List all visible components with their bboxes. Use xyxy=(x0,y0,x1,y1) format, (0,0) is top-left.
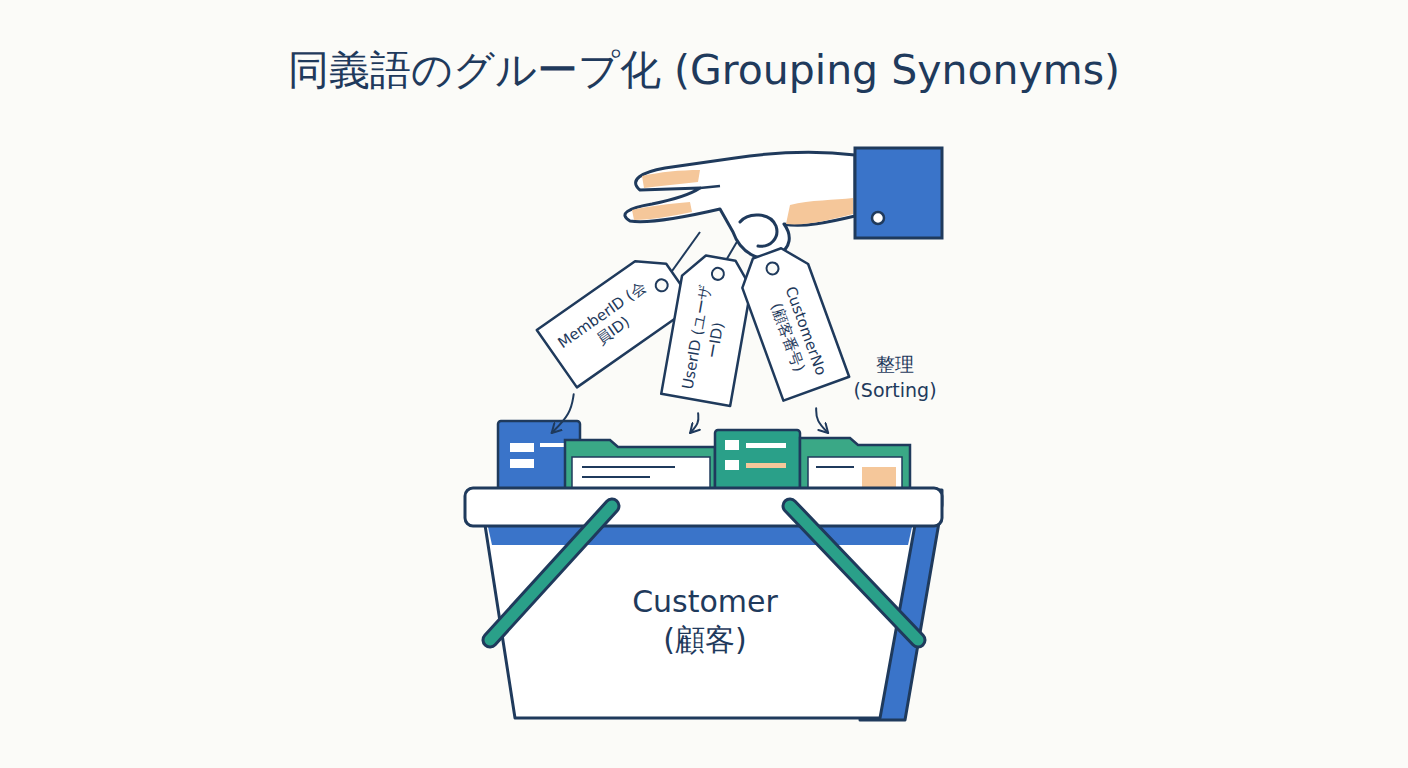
flow-arrow xyxy=(816,408,828,433)
sleeve-button xyxy=(872,212,884,224)
card-mark xyxy=(746,443,786,448)
basket-label: Customer (顧客) xyxy=(620,583,790,658)
hand xyxy=(625,148,942,259)
card-mark xyxy=(725,460,739,470)
basket-handle xyxy=(790,506,918,640)
basket-shape xyxy=(460,435,950,725)
basket-handle xyxy=(490,506,612,640)
basket-handle xyxy=(490,506,612,640)
document-line xyxy=(582,466,675,468)
flow-arrow xyxy=(690,413,698,433)
basket-handle xyxy=(790,506,918,640)
finger-line xyxy=(700,186,720,188)
finger-shade xyxy=(642,170,700,188)
thumb-line xyxy=(740,215,777,246)
sleeve xyxy=(855,148,942,238)
basket-rim xyxy=(465,488,942,526)
card-mark xyxy=(746,463,786,468)
palm-shade xyxy=(786,198,853,224)
tag-hole xyxy=(765,261,780,276)
document-line xyxy=(816,466,854,468)
basket-stripe xyxy=(488,527,912,545)
document-mark xyxy=(862,467,896,487)
tag-hole xyxy=(653,277,670,294)
tag-node: CustomerNo (顧客番号) xyxy=(732,239,853,405)
document-sheet xyxy=(808,457,902,491)
hand-outline xyxy=(625,152,855,258)
folder-mark xyxy=(510,443,534,452)
card-mark xyxy=(725,440,739,450)
document-sheet xyxy=(572,457,710,491)
tag-label: CustomerNo (顧客番号) xyxy=(742,267,851,401)
finger-shade xyxy=(632,202,692,220)
folder-mark xyxy=(510,459,534,468)
basket-node: Customer (顧客) xyxy=(460,435,950,725)
step-label: 整理 (Sorting) xyxy=(845,352,945,403)
tag-hole xyxy=(711,267,725,281)
basket-body xyxy=(485,525,915,718)
document-line xyxy=(582,476,650,478)
diagram-title: 同義語のグループ化 (Grouping Synonyms) xyxy=(0,46,1408,95)
